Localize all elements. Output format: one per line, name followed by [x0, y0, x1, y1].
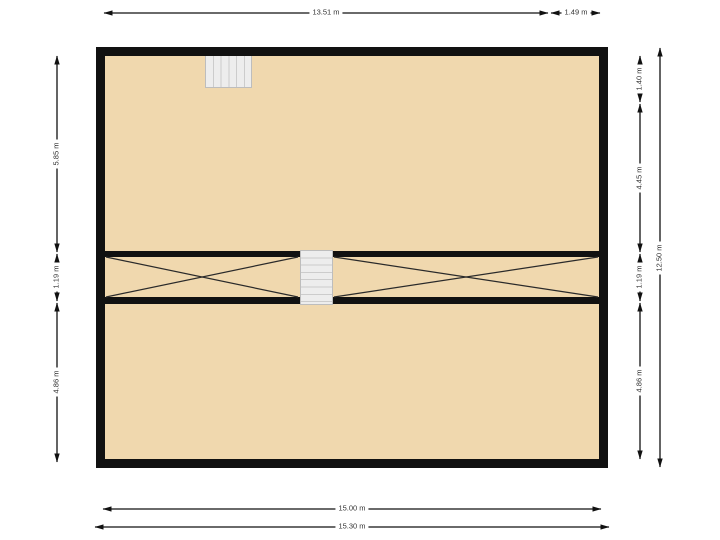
dim-label-bottom-1: 15.00 m [335, 503, 369, 515]
dim-label-right-inner-2: 4.45 m [634, 163, 646, 193]
top-staircase [205, 56, 252, 88]
dim-label-left-1: 5.85 m [51, 139, 63, 169]
dim-label-bottom-2: 15.30 m [335, 521, 369, 533]
dim-label-right-inner-1: 1.40 m [634, 64, 646, 94]
central-staircase [300, 250, 333, 305]
mid-band-wall-bottom [105, 297, 599, 304]
dim-label-right-inner-3: 1.19 m [634, 262, 646, 292]
dim-label-top-2: 1.49 m [561, 7, 591, 19]
cross-brace-left [105, 256, 299, 298]
dim-label-left-2: 1.19 m [51, 262, 63, 292]
floor-plan-outline [96, 47, 608, 468]
dim-label-left-3: 4.86 m [51, 367, 63, 397]
cross-brace-right [333, 256, 599, 298]
mid-band-wall-top [105, 251, 599, 257]
dim-label-right-inner-4: 4.86 m [634, 366, 646, 396]
dim-label-top-1: 13.51 m [309, 7, 343, 19]
dim-label-right-outer: 12.50 m [654, 241, 666, 275]
